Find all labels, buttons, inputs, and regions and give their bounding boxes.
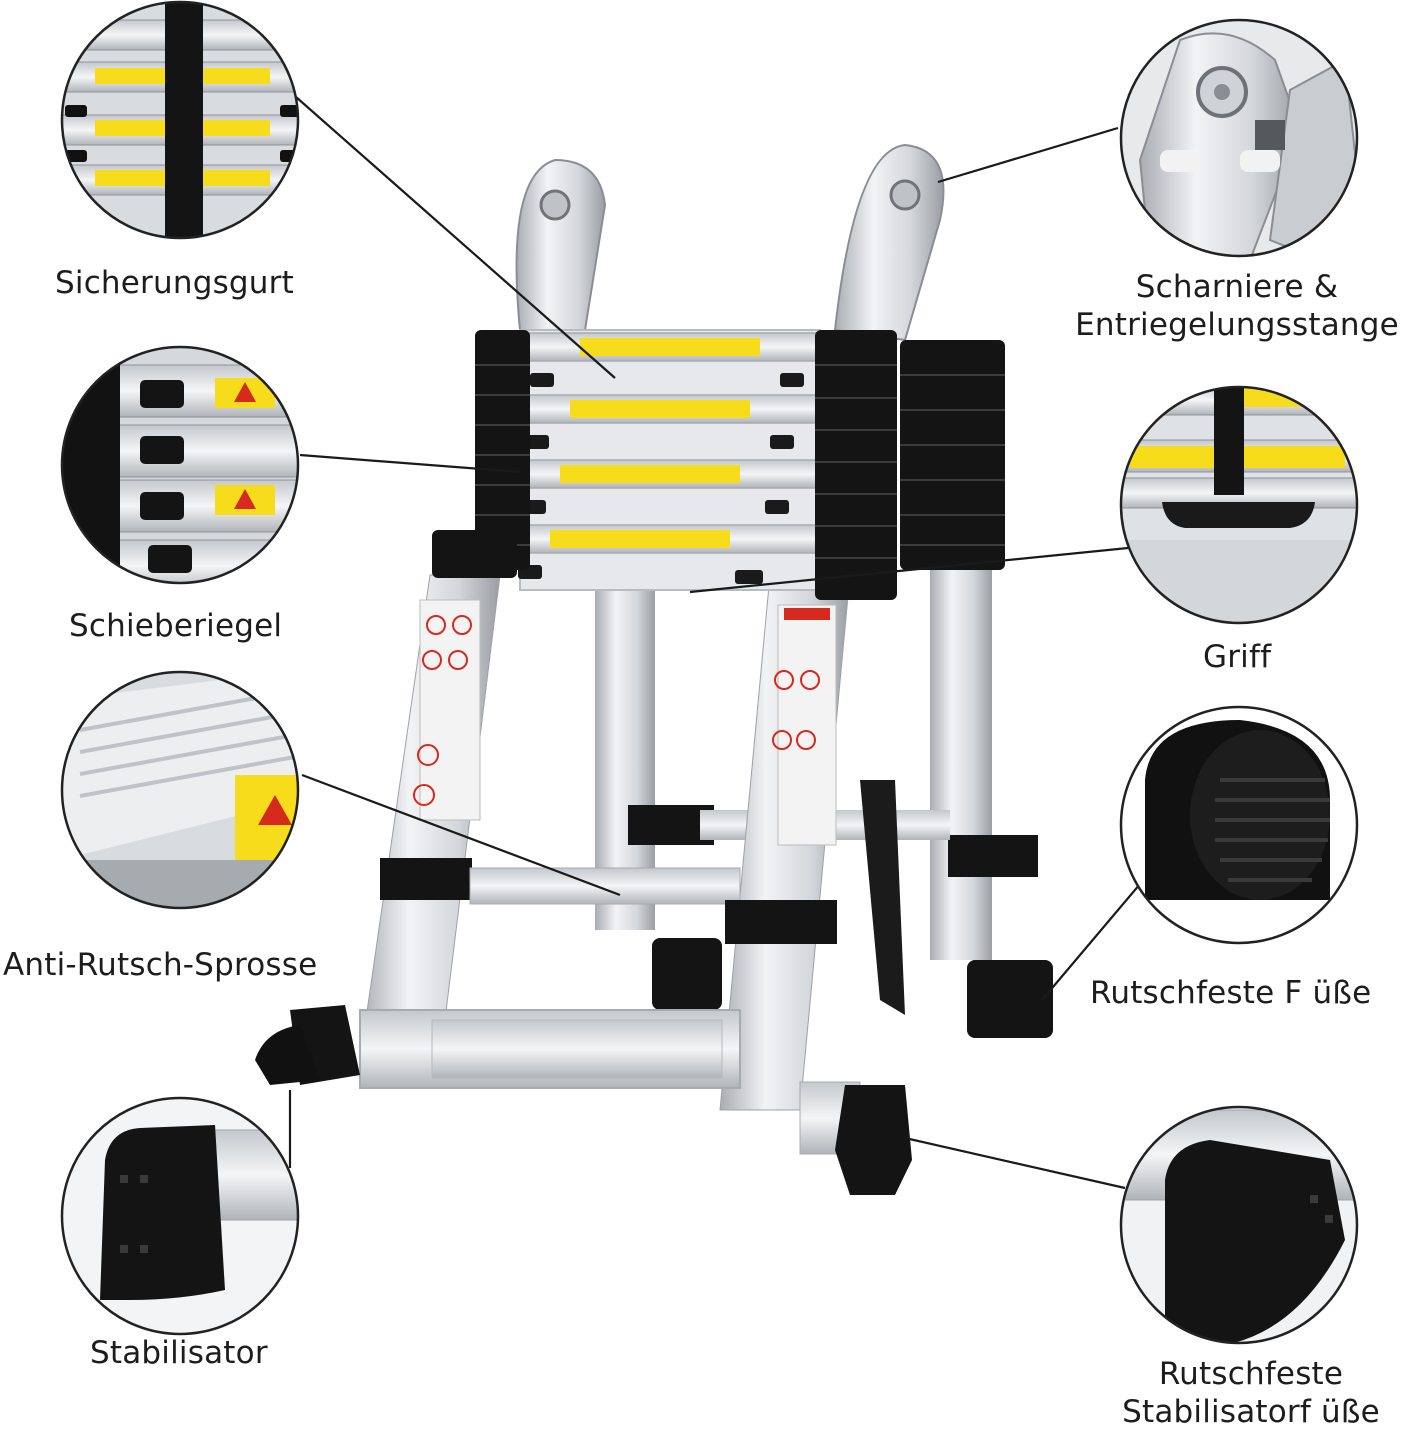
handle-icon (1119, 385, 1359, 625)
stabilizer-icon (60, 1096, 300, 1336)
label-scharniere-line1: Scharniere & (1135, 269, 1339, 305)
callout-lines (288, 96, 1141, 1190)
label-scharniere-line2: Entriegelungsstange (1075, 307, 1399, 343)
label-schieberiegel: Schieberiegel (69, 608, 283, 644)
stabilizer-foot-icon (1119, 1105, 1359, 1345)
label-rutschfeste-fuesse: Rutschfeste F üße (1090, 975, 1372, 1011)
hinge-icon (1119, 18, 1359, 258)
ladder (255, 143, 1053, 1195)
label-rutschfeste-stab-line1: Rutschfeste (1158, 1356, 1344, 1392)
non-slip-rung-icon (60, 670, 300, 910)
label-sicherungsgurt: Sicherungsgurt (55, 265, 294, 301)
rubber-foot-icon (1119, 705, 1359, 945)
sliding-latch-icon (60, 345, 300, 585)
label-stabilisator: Stabilisator (90, 1335, 268, 1371)
safety-strap-icon (60, 0, 300, 240)
label-anti-rutsch-sprosse: Anti-Rutsch-Sprosse (3, 947, 318, 983)
label-griff: Griff (1203, 639, 1272, 675)
label-rutschfeste-stabilisatorfuesse: Rutschfeste Stabilisatorf üße (1098, 1355, 1404, 1431)
label-scharniere: Scharniere & Entriegelungsstange (1066, 268, 1408, 344)
label-rutschfeste-stab-line2: Stabilisatorf üße (1122, 1394, 1380, 1430)
